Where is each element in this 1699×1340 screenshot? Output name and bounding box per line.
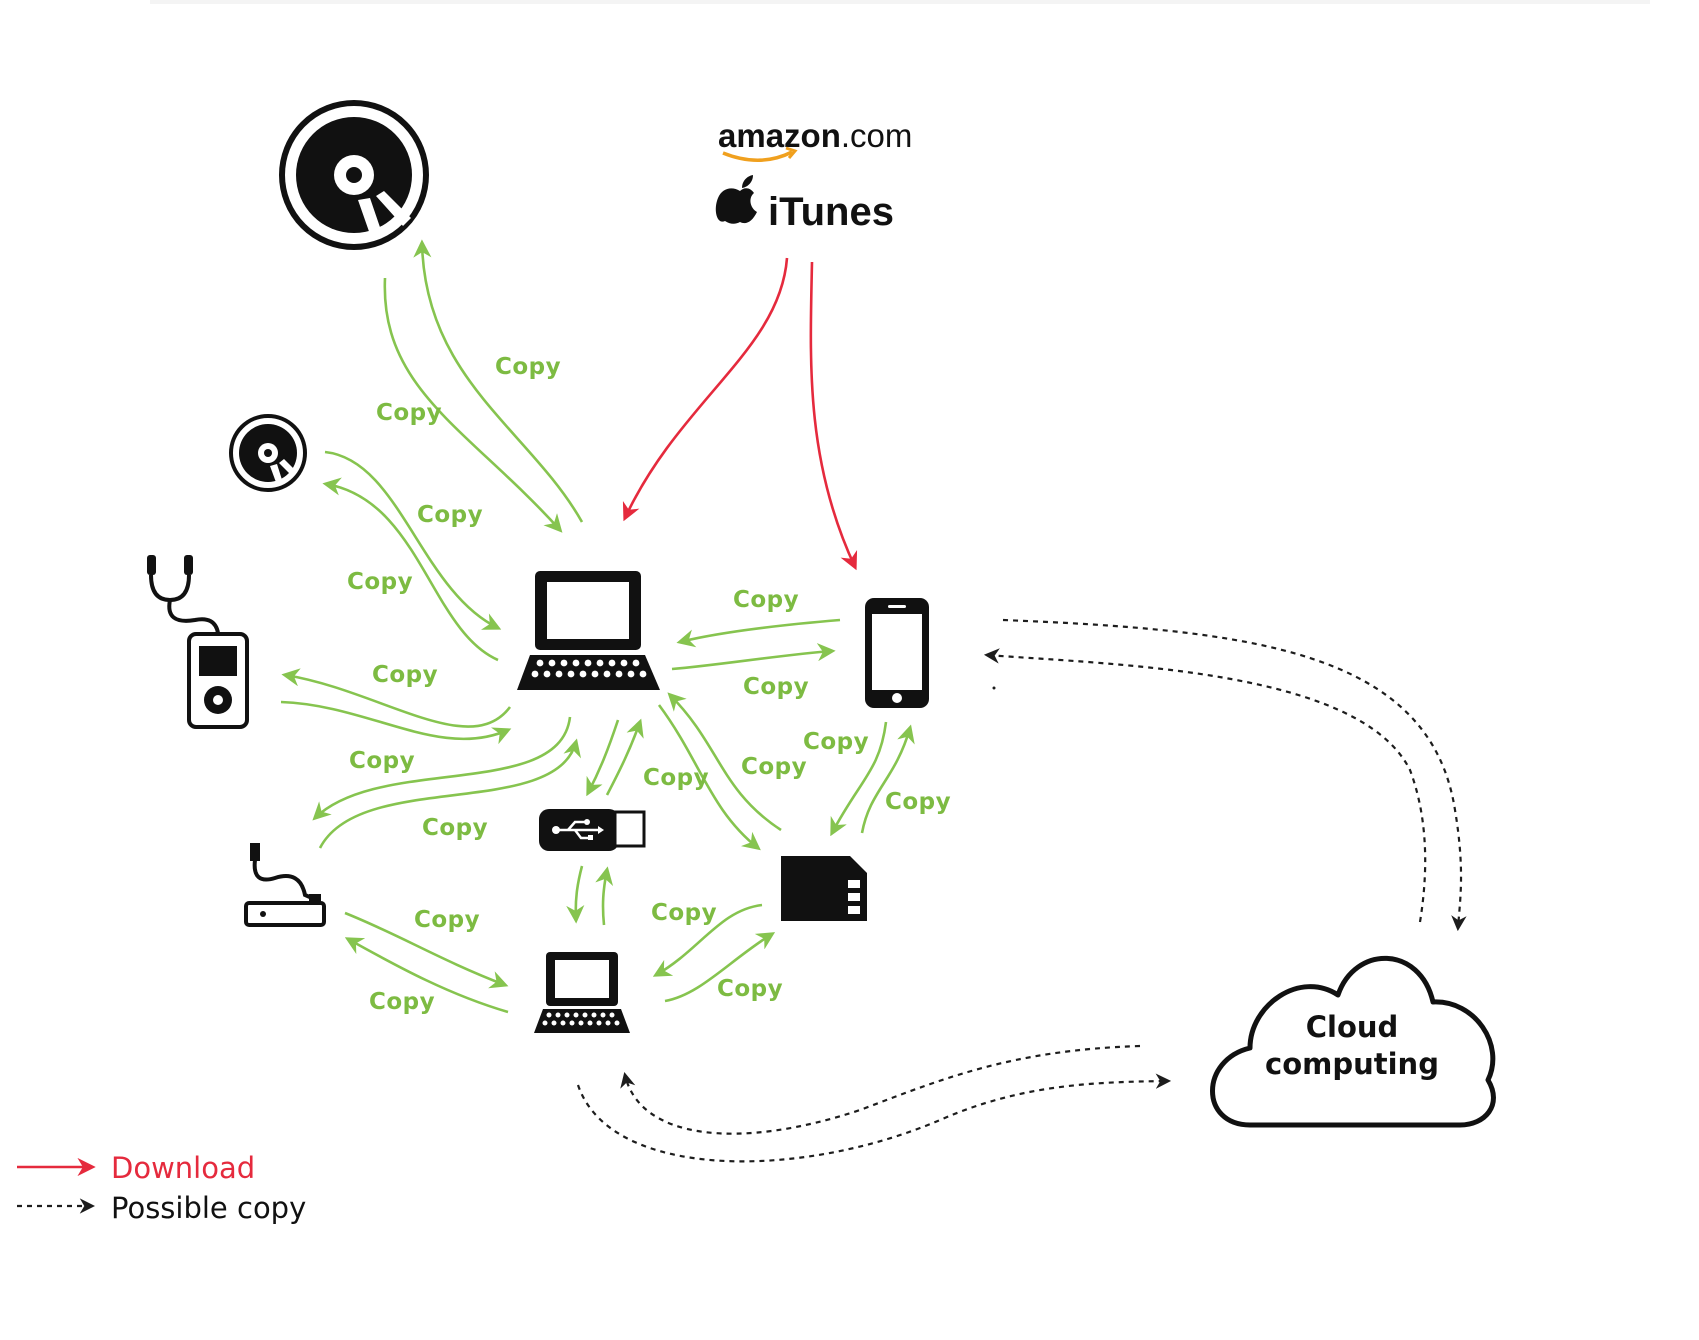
copy-arrow-sd-to-laptop2: [652, 903, 763, 977]
copy-label-14: Copy: [651, 900, 717, 926]
copy-arrow-laptop-to-mp3: [281, 668, 512, 728]
copy-arrow-laptop-to-harddrive: [312, 716, 572, 821]
cloud-label-line1: Cloud: [1306, 1010, 1399, 1044]
copy-arrow-laptop-to-cd: [413, 239, 584, 523]
copy-label-1: Copy: [495, 354, 561, 380]
itunes-logo: iTunes: [715, 175, 894, 234]
copy-label-9: Copy: [349, 748, 415, 774]
cloud-label-line2: computing: [1265, 1047, 1439, 1081]
cd-large-icon: [279, 100, 429, 250]
copy-arrow-mp3-to-laptop: [280, 700, 512, 745]
copy-label-2: Copy: [376, 400, 442, 426]
smartphone-icon: [865, 598, 929, 708]
cloud-icon: [1210, 955, 1496, 1128]
copy-label-6: Copy: [372, 662, 438, 688]
hard-drive-icon: [244, 843, 326, 927]
copy-label-11: Copy: [643, 765, 709, 791]
download-arrow-to-phone: [809, 261, 858, 571]
copy-arrow-sd-to-phone: [860, 724, 915, 834]
copy-arrow-phone-to-laptop: [676, 618, 841, 648]
legend-possible-copy-label: Possible copy: [111, 1191, 306, 1225]
copy-arrow-laptop2-to-usb: [595, 866, 614, 926]
itunes-wordmark: iTunes: [768, 190, 894, 234]
cropped-caption-strip: [150, 0, 1650, 4]
copy-arrow-laptop2-to-harddrive: [344, 937, 509, 1014]
copy-arrow-harddrive-to-laptop: [318, 738, 581, 849]
stray-dot: [992, 686, 996, 690]
copy-arrow-harddrive-to-laptop2: [344, 911, 509, 989]
possible-copy-cloud-to-phone: [983, 648, 1427, 923]
legend-download-label: Download: [111, 1151, 255, 1185]
copy-arrow-cd-to-laptop: [383, 277, 563, 533]
copy-label-17: Copy: [369, 989, 435, 1015]
copy-arrow-sd-to-laptop: [667, 692, 782, 832]
copy-label-3: Copy: [417, 502, 483, 528]
apple-logo-icon: [715, 175, 757, 224]
copy-arrow-phone-to-sd: [830, 721, 888, 837]
copy-arrow-smallcd-to-laptop: [324, 450, 502, 630]
possible-copy-phone-to-cloud: [1002, 618, 1467, 932]
copy-arrow-laptop-to-sd: [657, 704, 761, 851]
copy-arrow-laptop-to-phone: [671, 643, 836, 671]
copy-label-13: Copy: [422, 815, 488, 841]
copy-arrow-laptop2-to-sd: [664, 932, 776, 1003]
copy-arrow-usb-to-laptop: [605, 718, 644, 796]
copy-label-5: Copy: [733, 587, 799, 613]
copy-label-10: Copy: [741, 754, 807, 780]
usb-stick-icon: [539, 809, 646, 851]
possible-copy-laptop2-to-cloud: [576, 1073, 1172, 1163]
copy-label-8: Copy: [803, 729, 869, 755]
copy-label-16: Copy: [717, 976, 783, 1002]
sd-card-icon: [781, 856, 867, 921]
copy-label-4: Copy: [347, 569, 413, 595]
download-arrow-to-laptop: [622, 257, 789, 522]
mp3-player-icon: [147, 555, 249, 729]
amazon-logo: amazon.com: [718, 117, 912, 162]
cd-small-icon: [229, 414, 307, 492]
copy-label-7: Copy: [743, 674, 809, 700]
legend: Download Possible copy: [17, 1151, 306, 1225]
amazon-wordmark: amazon.com: [718, 117, 912, 154]
laptop-main-icon: [517, 571, 660, 690]
copy-arrow-laptop-to-usb: [586, 719, 620, 797]
copy-arrow-usb-to-laptop2: [566, 865, 585, 924]
laptop-secondary-icon: [534, 952, 630, 1033]
copy-label-15: Copy: [414, 907, 480, 933]
possible-copy-cloud-to-laptop2: [620, 1044, 1141, 1135]
copy-label-12: Copy: [885, 789, 951, 815]
copy-arrow-laptop-to-smallcd: [322, 477, 499, 662]
